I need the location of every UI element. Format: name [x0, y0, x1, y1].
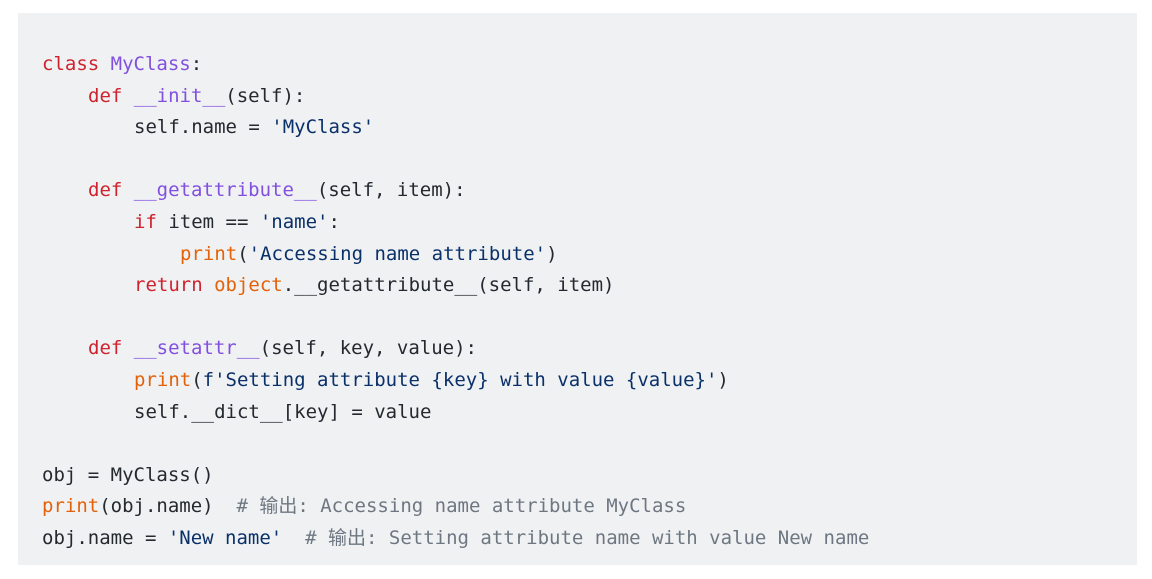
code-token: if	[134, 210, 157, 233]
code-line: class MyClass:	[42, 49, 1137, 81]
code-line: def __setattr__(self, key, value):	[42, 333, 1137, 365]
code-line: self.__dict__[key] = value	[42, 397, 1137, 429]
code-line	[42, 428, 1137, 460]
code-token	[122, 85, 133, 107]
code-token: :	[190, 53, 203, 75]
code-line: obj.name = 'New name' # 输出: Setting attr…	[42, 523, 1137, 555]
code-token: class	[42, 53, 100, 75]
code-token: )	[546, 242, 558, 265]
code-token	[122, 179, 133, 201]
code-token: object	[214, 274, 283, 297]
code-line	[42, 302, 1137, 334]
code-token: 'MyClass'	[271, 116, 375, 139]
code-line: print('Accessing name attribute')	[42, 239, 1137, 271]
code-token: return	[134, 274, 203, 297]
code-token: (obj.name)	[99, 495, 237, 518]
code-token: self.__dict__[key] = value	[134, 400, 432, 423]
code-token	[99, 53, 110, 75]
code-token: (	[237, 242, 249, 265]
code-token: # 输出: Setting attribute name with value …	[305, 526, 870, 549]
code-token: 'name'	[259, 210, 329, 233]
code-token	[203, 274, 214, 296]
code-line: obj = MyClass()	[42, 460, 1137, 492]
code-token	[282, 527, 305, 549]
code-token: )	[717, 368, 729, 391]
code-token	[122, 337, 133, 359]
code-token: # 输出: Accessing name attribute MyClass	[236, 495, 687, 518]
code-line	[42, 144, 1137, 176]
code-token: item ==	[156, 210, 260, 233]
code-token: (self):	[225, 84, 306, 107]
code-token: def	[88, 337, 123, 360]
code-line: return object.__getattribute__(self, ite…	[42, 270, 1137, 302]
code-token: def	[88, 179, 123, 202]
code-line: print(f'Setting attribute {key} with val…	[42, 365, 1137, 397]
code-token: .__getattribute__(self, item)	[282, 274, 615, 297]
code-token: print	[134, 368, 192, 391]
code-token: def	[88, 84, 123, 107]
code-line: print(obj.name) # 输出: Accessing name att…	[42, 491, 1137, 523]
code-token: (self, key, value):	[259, 337, 477, 360]
code-token: __setattr__	[133, 337, 260, 360]
code-token: obj.name =	[42, 526, 168, 549]
code-line: if item == 'name':	[42, 207, 1137, 239]
code-token: __getattribute__	[133, 179, 317, 202]
code-token: print	[180, 242, 238, 265]
code-token: (self, item):	[316, 179, 466, 202]
code-token: self.name =	[134, 116, 272, 139]
code-token: 'Accessing name attribute'	[248, 242, 547, 265]
code-token: obj = MyClass()	[42, 463, 214, 486]
code-token: __init__	[133, 84, 226, 107]
code-token: print	[42, 495, 100, 518]
code-token: MyClass	[110, 53, 191, 75]
code-token: f'Setting attribute {key} with value {va…	[202, 368, 718, 391]
code-line: def __init__(self):	[42, 81, 1137, 113]
code-token: :	[328, 210, 340, 233]
code-line: def __getattribute__(self, item):	[42, 175, 1137, 207]
code-block: class MyClass:def __init__(self):self.na…	[18, 13, 1137, 565]
code-token: 'New name'	[167, 526, 283, 549]
code-token: (	[191, 368, 203, 391]
code-line: self.name = 'MyClass'	[42, 112, 1137, 144]
